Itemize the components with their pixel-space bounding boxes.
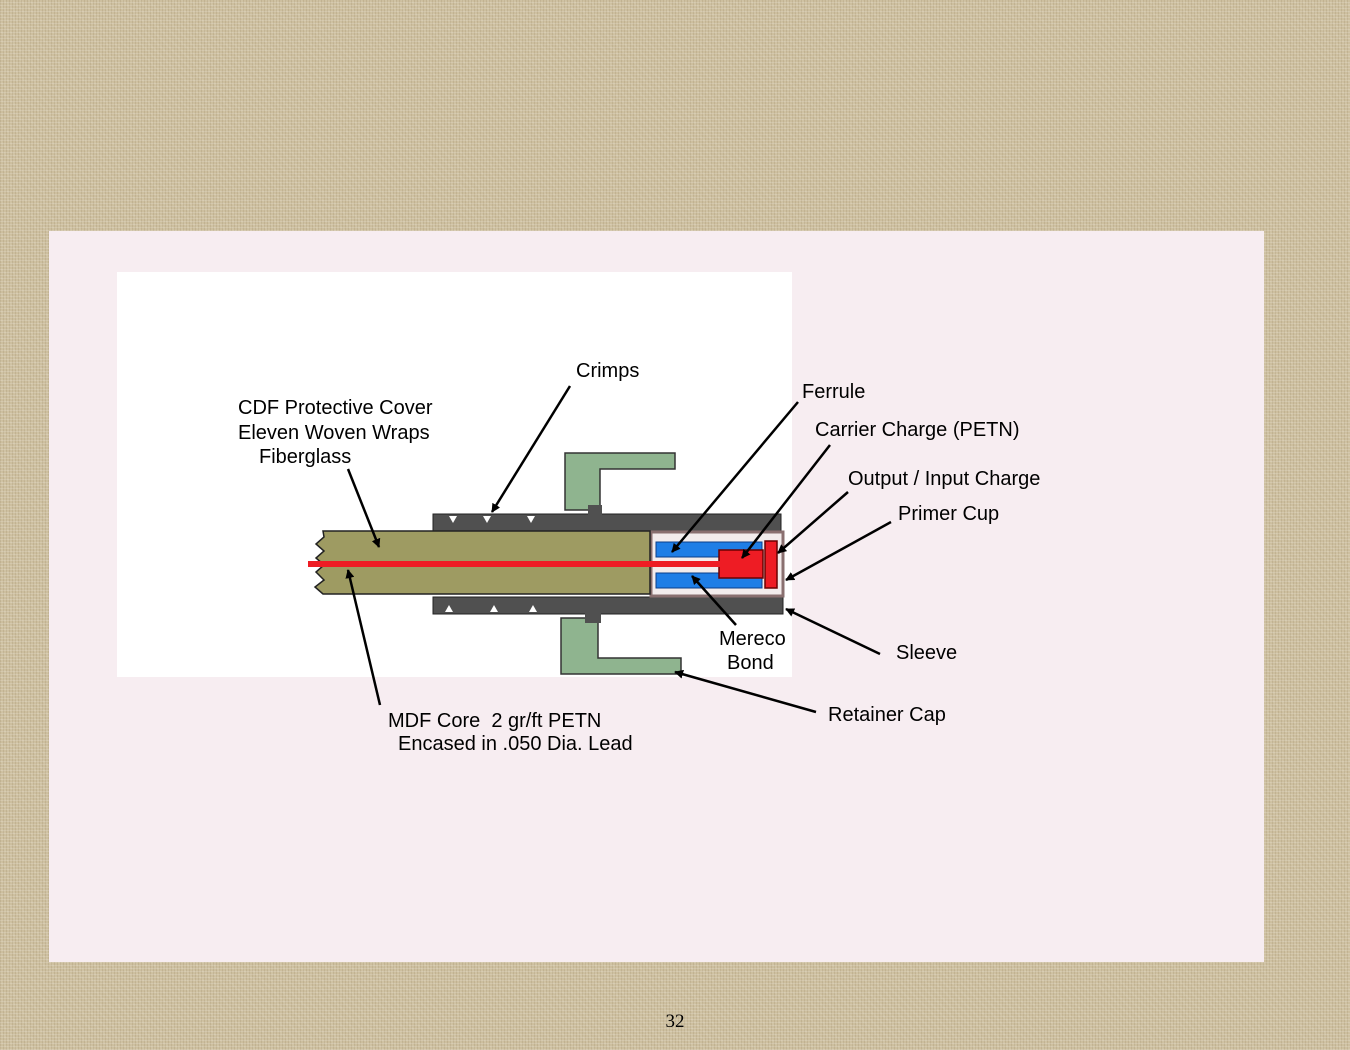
label-cdf-cover-line2: Eleven Woven Wraps bbox=[238, 422, 430, 444]
retainer-cap-bottom bbox=[560, 617, 682, 675]
slide-panel bbox=[49, 231, 1264, 962]
label-cdf-cover-line1: CDF Protective Cover bbox=[238, 397, 433, 419]
label-retainer-cap: Retainer Cap bbox=[828, 704, 946, 726]
crimp-notch bbox=[527, 516, 535, 523]
sleeve-top-lug bbox=[588, 505, 602, 515]
sleeve-arrow bbox=[785, 607, 881, 656]
label-mereco-bond-line2: Bond bbox=[727, 652, 774, 674]
label-ferrule: Ferrule bbox=[802, 381, 865, 403]
mereco-bond-arrow bbox=[691, 575, 737, 626]
primer-cup bbox=[764, 540, 778, 589]
label-mdf-core-line1: MDF Core 2 gr/ft PETN bbox=[388, 710, 601, 732]
label-cdf-cover-line3: Fiberglass bbox=[259, 446, 351, 468]
output-input-charge-arrow bbox=[777, 491, 849, 554]
label-output-input-charge: Output / Input Charge bbox=[848, 468, 1040, 490]
label-mereco-bond-line1: Mereco bbox=[719, 628, 786, 650]
cdf-cover-arrow bbox=[346, 468, 381, 548]
crimp-notch bbox=[529, 605, 537, 612]
crimps-arrow bbox=[490, 385, 572, 513]
primer-cup-arrow bbox=[785, 520, 892, 582]
crimp-notch bbox=[483, 516, 491, 523]
label-sleeve: Sleeve bbox=[896, 642, 957, 664]
retainer-cap-arrow bbox=[674, 669, 817, 714]
crimp-notch bbox=[445, 605, 453, 612]
label-mdf-core-line2: Encased in .050 Dia. Lead bbox=[398, 733, 633, 755]
label-crimps: Crimps bbox=[576, 360, 639, 382]
crimp-notch bbox=[490, 605, 498, 612]
carrier-charge bbox=[718, 549, 764, 579]
sleeve-bottom bbox=[432, 596, 784, 615]
label-primer-cup: Primer Cup bbox=[898, 503, 999, 525]
mdf-core bbox=[308, 561, 720, 567]
ferrule-arrow bbox=[671, 401, 799, 553]
page-number: 32 bbox=[665, 1011, 685, 1032]
crimp-notch bbox=[449, 516, 457, 523]
label-carrier-charge: Carrier Charge (PETN) bbox=[815, 419, 1019, 441]
retainer-cap-top bbox=[564, 452, 676, 511]
carrier-charge-arrow bbox=[741, 444, 831, 559]
sleeve-bottom-lug bbox=[585, 613, 601, 623]
mdf-core-arrow bbox=[345, 569, 382, 706]
